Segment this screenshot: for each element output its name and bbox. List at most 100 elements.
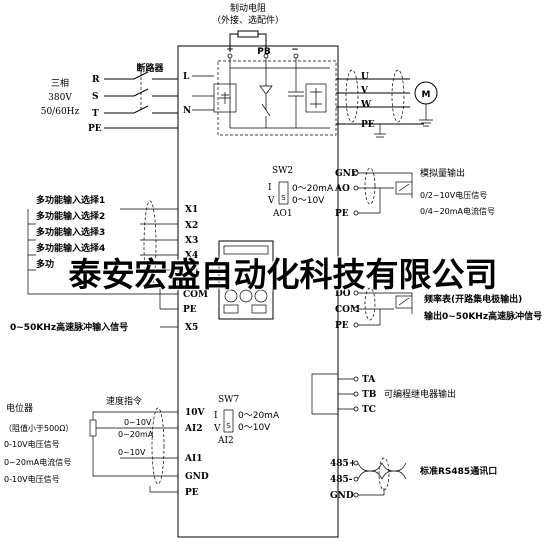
input-r: R (92, 75, 100, 85)
do-shield (364, 287, 376, 321)
inverter-block (305, 83, 327, 113)
potentiometer (89, 419, 97, 437)
output-pe: PE (361, 120, 375, 130)
pe-ground (374, 124, 386, 138)
rectifier-symbol (219, 92, 231, 104)
ao-line2: 0/4~20mA电流信号 (420, 206, 495, 216)
sw2-title: SW2 (272, 166, 293, 176)
ai-v3: 0-10V电压信号 (4, 474, 60, 484)
sw2-opt2: 0～10V (292, 196, 325, 206)
input-pe: PE (88, 124, 102, 134)
output-shield-2 (391, 69, 405, 123)
sw2-v: V (267, 196, 275, 206)
keypad-key-enter (223, 304, 239, 314)
dc-bus (229, 58, 330, 129)
brake-pb-term (263, 53, 269, 59)
di-x5: X5 (185, 266, 198, 276)
input-to-rectifier (192, 75, 214, 111)
sw7-opt2: 0～10V (238, 423, 271, 433)
ai-v1: 0-10V电压信号 (4, 439, 60, 449)
keypad (218, 240, 274, 320)
input-t: T (92, 109, 99, 119)
relay-tc-term (353, 406, 359, 412)
ao-wires (358, 172, 413, 214)
keypad-key-rev (239, 289, 253, 303)
inverter-body (177, 45, 339, 538)
ai-s3: 0~10V (118, 448, 146, 457)
do-pe-term (353, 322, 359, 328)
di-label-1: 多功能输入选择1 (36, 194, 105, 206)
di-pe-wire (159, 288, 178, 310)
di-pe: PE (183, 305, 197, 315)
capacitor (288, 68, 304, 128)
breaker-label: 断路器 (136, 62, 164, 74)
x5-pulse-label: 0~50KHz高速脉冲输入信号 (10, 321, 128, 333)
sw7-v: V (213, 424, 221, 434)
rs485-gnd: GND (330, 491, 354, 501)
do-line1: 频率表(开路集电极输出) (424, 293, 522, 305)
do-com: COM (335, 305, 360, 315)
ao-pe: PE (335, 209, 349, 219)
sw7-switch (223, 409, 234, 433)
output-w: W (360, 100, 372, 110)
di-label-4: 多功能输入选择4 (36, 242, 105, 254)
brake-pb: PB (257, 47, 271, 57)
rs485-p-term (353, 460, 359, 466)
brake-resistor (237, 30, 259, 38)
sw2-switch (278, 181, 289, 205)
brake-plus: + (226, 45, 234, 55)
ai-pot: 电位器 (6, 402, 33, 414)
ai-pe: PE (185, 488, 199, 498)
do-meter-needle (398, 297, 410, 306)
relay-ta: TA (362, 375, 376, 385)
rs485-p: 485+ (330, 459, 356, 469)
ai-v2: 0~20mA电流信号 (4, 457, 71, 467)
output-wires (336, 78, 424, 125)
keypad-key-stop (251, 304, 267, 314)
power-phase: 三相 (51, 77, 69, 89)
rs485-label: 标准RS485通讯口 (419, 465, 497, 477)
sw7-ai2: AI2 (217, 436, 234, 446)
ai-s2: 0~20mA (118, 430, 154, 439)
rectifier-block (213, 83, 237, 113)
brake-wire (229, 33, 267, 52)
keypad-display (223, 245, 269, 255)
power-freq: 50/60Hz (41, 107, 80, 117)
ao-pe-term (353, 210, 359, 216)
di-x3: X3 (185, 236, 198, 246)
brake-plus-term (227, 53, 233, 59)
di-label-5: 多功 (36, 258, 54, 270)
relay-label: 可编程继电器输出 (384, 388, 456, 400)
ai-pot-note: （阻值小于500Ω） (4, 423, 73, 433)
rs485-n-term (353, 476, 359, 482)
company-watermark: 泰安宏盛自动化科技有限公司 (68, 255, 498, 294)
relay-ta-term (353, 376, 359, 382)
do-do: DO (335, 289, 351, 299)
output-u: U (361, 72, 369, 82)
ao-meter (395, 181, 413, 195)
motor-label: M (422, 90, 431, 100)
ao-gnd-term (353, 170, 359, 176)
output-shield-1 (345, 69, 359, 123)
rs485-n: 485- (330, 475, 353, 485)
brake-minus: − (291, 45, 299, 55)
input-s: S (92, 92, 99, 102)
ai-10v: 10V (185, 408, 206, 418)
ai-ai1: AI1 (184, 454, 202, 464)
power-voltage: 380V (48, 93, 72, 103)
relay-tb: TB (362, 390, 377, 400)
ao-meter-needle (398, 183, 410, 192)
brake-title: 制动电阻 (230, 2, 266, 14)
ao-line1: 0/2~10V电压信号 (420, 190, 487, 200)
ai-wires (92, 411, 178, 493)
inverter-symbol (310, 88, 322, 108)
di-label-2: 多功能输入选择2 (36, 210, 105, 222)
ao-shield (364, 167, 376, 205)
di-x4: X4 (185, 251, 198, 261)
di-com: COM (183, 290, 208, 300)
keypad-key-run (224, 289, 238, 303)
sw7-opt1: 0～20mA (238, 411, 280, 421)
ao-ao: AO (334, 184, 350, 194)
ai-s1: 0~10V (124, 418, 152, 427)
relay-tb-term (353, 391, 359, 397)
